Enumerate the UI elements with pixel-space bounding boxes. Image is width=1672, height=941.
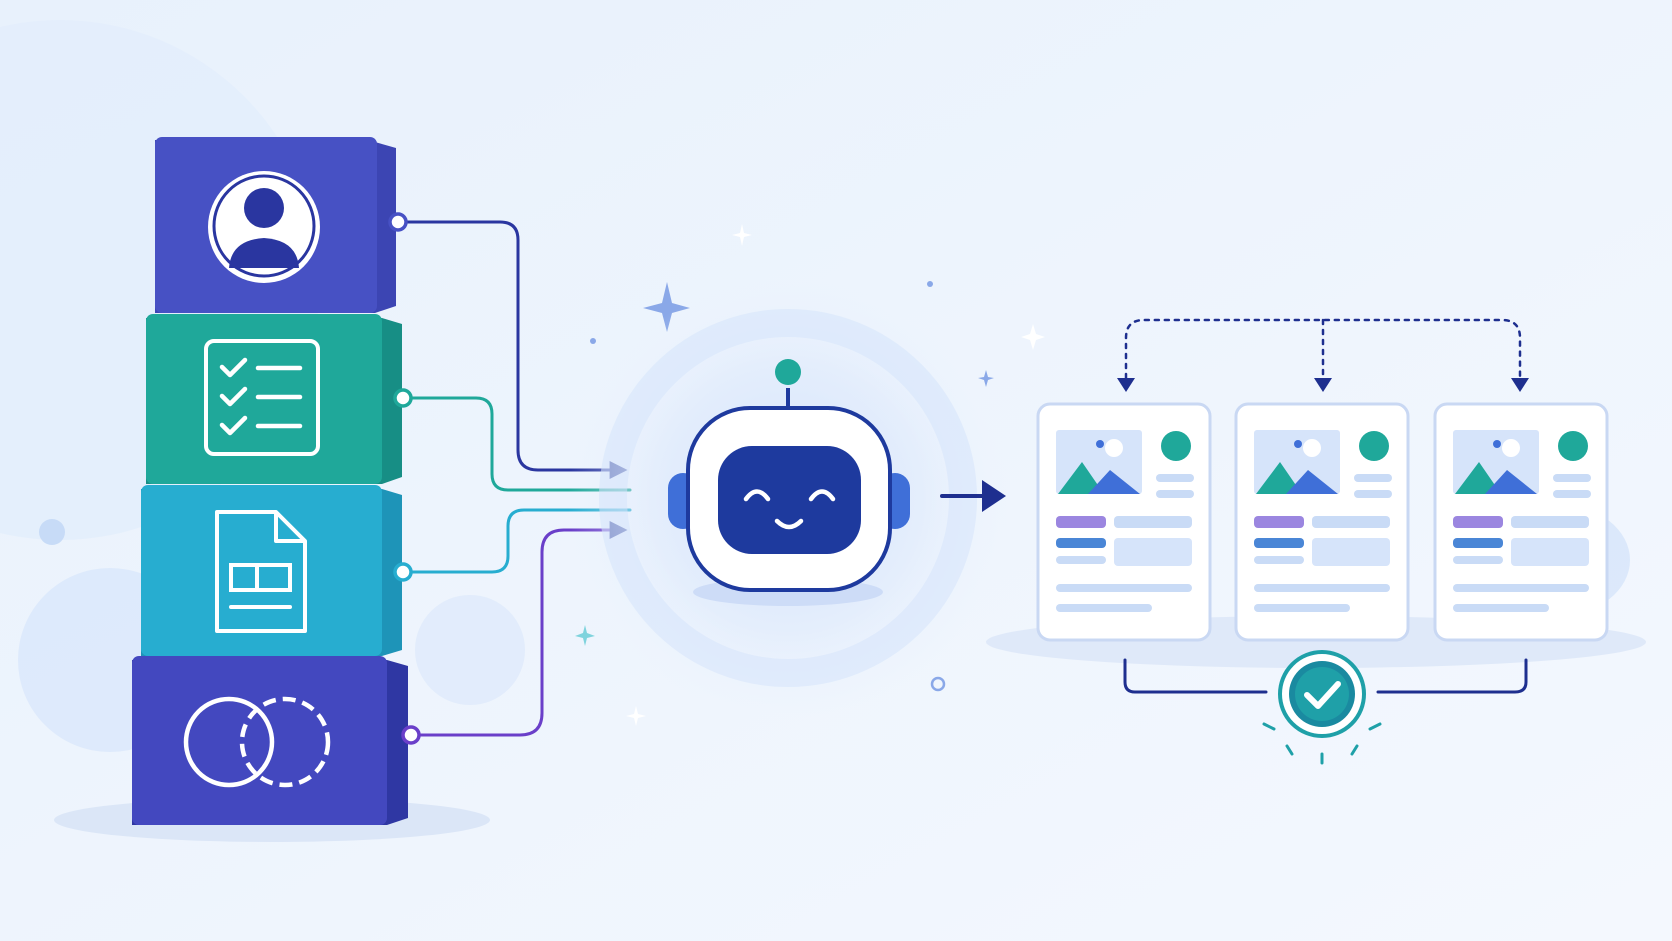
avatar — [1161, 431, 1191, 461]
sparkle-dot — [590, 338, 596, 344]
overlapping-circles-icon — [183, 696, 275, 788]
text-line — [1254, 604, 1350, 612]
connector-ports — [388, 212, 421, 745]
sparkle-icon — [643, 282, 690, 332]
document-block — [255, 563, 292, 592]
tag-chip — [1254, 516, 1304, 528]
input-block-document — [141, 485, 402, 656]
mountain-icon — [1455, 462, 1501, 494]
validation-badge — [1262, 650, 1382, 765]
dot-icon — [1493, 440, 1501, 448]
block-face — [132, 656, 387, 825]
port-dot — [393, 562, 413, 582]
connector-user-profile — [404, 220, 628, 479]
port-dot — [401, 725, 421, 745]
port-dot — [393, 388, 413, 408]
connector-checklist — [404, 396, 632, 492]
text-line — [1056, 604, 1152, 612]
input-block-checklist — [146, 314, 402, 484]
sparkle-icon — [1021, 324, 1045, 350]
text-line — [1511, 516, 1589, 528]
input-block-overlap — [132, 656, 408, 825]
tag-chip — [1453, 516, 1503, 528]
connector-overlap — [412, 521, 628, 737]
dot-icon — [1294, 440, 1302, 448]
validation-bracket — [1123, 658, 1528, 694]
text-line — [1254, 556, 1304, 564]
robot-face-screen — [718, 446, 861, 554]
tag-chip — [1056, 516, 1106, 528]
input-connectors — [404, 220, 632, 737]
user-head-icon — [244, 188, 284, 228]
text-line — [1453, 604, 1549, 612]
check-badge-inner — [1295, 667, 1349, 721]
document-fold — [274, 512, 305, 543]
check-mark-icon — [1304, 681, 1341, 709]
text-line — [1453, 556, 1503, 564]
user-body-icon — [229, 238, 299, 268]
output-card-1 — [1036, 402, 1212, 642]
content-block — [1312, 538, 1390, 566]
text-line — [1553, 474, 1591, 482]
sun-icon — [1105, 439, 1123, 457]
dot-icon — [1096, 440, 1104, 448]
checklist-checks — [219, 357, 303, 436]
sparkle-dot — [927, 281, 933, 287]
content-block — [1511, 538, 1589, 566]
connector-document — [404, 508, 632, 574]
robot-face-expression — [743, 489, 836, 530]
document-layout-icon — [215, 510, 307, 633]
output-cards — [1036, 402, 1609, 642]
avatar — [1359, 431, 1389, 461]
text-line — [1312, 516, 1390, 528]
background-dot — [39, 519, 65, 545]
robot-processor — [568, 278, 1008, 718]
block-face — [141, 485, 382, 656]
text-line — [1254, 584, 1390, 592]
sparkle-ring — [930, 676, 946, 692]
sparkle-icon — [978, 370, 994, 387]
text-line — [1354, 490, 1392, 498]
sparkle-icon — [575, 625, 595, 646]
user-profile-icon-ring — [212, 174, 316, 278]
tag-chip — [1056, 538, 1106, 548]
text-line — [1056, 556, 1106, 564]
mountain-icon — [1058, 462, 1104, 494]
arrow-head — [982, 480, 1006, 512]
sparkle-icon — [732, 224, 752, 246]
robot-antenna-tip — [775, 359, 801, 385]
port-dot — [388, 212, 408, 232]
sparkle-decorations — [575, 224, 1045, 726]
dotted-arrowheads — [1117, 378, 1529, 392]
tag-chip — [1254, 538, 1304, 548]
output-dotted-links — [1124, 318, 1522, 380]
sun-icon — [1502, 439, 1520, 457]
text-line — [1056, 584, 1192, 592]
text-line — [1354, 474, 1392, 482]
avatar — [1558, 431, 1588, 461]
text-line — [1553, 490, 1591, 498]
dashed-circle-icon — [239, 696, 331, 788]
tag-chip — [1453, 538, 1503, 548]
background-bubble-small — [415, 595, 525, 705]
mountain-icon — [1286, 470, 1338, 494]
sun-icon — [1303, 439, 1321, 457]
text-line — [1453, 584, 1589, 592]
content-block — [1114, 538, 1192, 566]
input-block-user-profile — [155, 137, 396, 313]
text-line — [1114, 516, 1192, 528]
text-line — [1156, 474, 1194, 482]
sparkle-icon — [626, 706, 646, 726]
mountain-icon — [1256, 462, 1302, 494]
checklist-icon — [204, 339, 320, 456]
mountain-icon — [1088, 470, 1140, 494]
output-card-3 — [1433, 402, 1609, 642]
mountain-icon — [1485, 470, 1537, 494]
text-line — [1156, 490, 1194, 498]
output-card-2 — [1234, 402, 1410, 642]
badge-rays — [1262, 722, 1382, 765]
